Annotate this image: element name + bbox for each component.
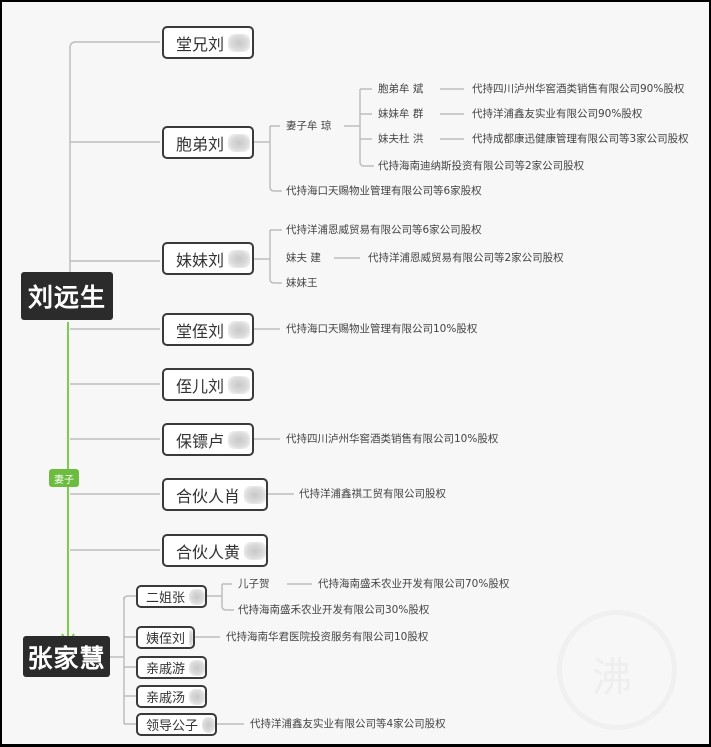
node-second-sister-zhang[interactable]: 二姐张 (136, 585, 207, 608)
redaction-blur (202, 716, 215, 733)
node-niece-liu[interactable]: 姨侄刘 (136, 626, 195, 649)
spouse-edge-label: 妻子 (49, 469, 79, 487)
node-relative-tang[interactable]: 亲戚汤 (136, 685, 207, 708)
root-node-liu-yuansheng[interactable]: 刘远生 (21, 272, 113, 320)
redaction-blur (244, 541, 266, 560)
node-bodyguard-lu[interactable]: 保镖卢 (162, 423, 254, 456)
holding-text: 代持海南盛禾农业开发有限公司70%股权 (318, 578, 510, 590)
holding-text: 代持海口天赐物业管理有限公司等6家股权 (286, 185, 482, 197)
node-sister-liu[interactable]: 妹妹刘 (162, 242, 254, 275)
node-sister-husband[interactable]: 妹夫 建 (286, 252, 321, 264)
holding-text: 代持四川泸州华窖酒类销售有限公司10%股权 (286, 433, 499, 445)
holding-text: 代持洋浦鑫友实业有限公司90%股权 (472, 108, 643, 120)
redaction-blur (189, 688, 205, 705)
redaction-blur (189, 659, 205, 676)
node-mou-qun[interactable]: 妹妹牟 群 (378, 108, 424, 120)
redaction-blur (189, 588, 205, 605)
redaction-blur (228, 375, 251, 394)
redaction-blur (228, 430, 251, 449)
node-cousin-liu[interactable]: 堂兄刘 (162, 26, 254, 59)
node-sister-wang[interactable]: 妹妹王 (286, 277, 318, 289)
node-relative-you[interactable]: 亲戚游 (136, 656, 207, 679)
redaction-blur (244, 485, 266, 504)
root-node-zhang-jiahui[interactable]: 张家慧 (23, 636, 110, 677)
holding-text: 代持海口天赐物业管理有限公司10%股权 (286, 323, 478, 335)
holding-text: 代持洋浦恩威贸易有限公司等2家公司股权 (368, 252, 564, 264)
redaction-blur (228, 320, 251, 339)
holding-text: 代持海南华君医院投资服务有限公司10股权 (226, 631, 429, 643)
redaction-blur (228, 249, 251, 268)
holding-text: 代持成都康迅健康管理有限公司等3家公司股权 (472, 133, 689, 145)
redaction-blur (228, 33, 251, 52)
watermark-logo: 沸 (557, 610, 677, 730)
node-partner-xiao[interactable]: 合伙人肖 (162, 478, 268, 511)
node-partner-huang[interactable]: 合伙人黄 (162, 534, 268, 567)
holding-text: 代持洋浦鑫祺工贸有限公司股权 (299, 488, 446, 500)
node-mou-bin[interactable]: 胞弟牟 斌 (378, 83, 424, 95)
node-nephew-liu[interactable]: 侄儿刘 (162, 368, 254, 401)
holding-text: 代持海南迪纳斯投资有限公司等2家公司股权 (378, 160, 585, 172)
holding-text: 代持洋浦恩威贸易有限公司等6家公司股权 (286, 224, 482, 236)
node-brother-liu[interactable]: 胞弟刘 (162, 126, 254, 159)
redaction-blur (189, 629, 193, 646)
holding-text: 代持洋浦鑫友实业有限公司等4家公司股权 (250, 718, 446, 730)
redaction-blur (228, 133, 251, 152)
node-official-son[interactable]: 领导公子 (136, 713, 217, 736)
holding-text: 代持四川泸州华窖酒类销售有限公司90%股权 (472, 83, 685, 95)
node-du-hong[interactable]: 妹夫杜 洪 (378, 133, 424, 145)
holding-text: 代持海南盛禾农业开发有限公司30%股权 (238, 604, 430, 616)
node-wife-mou[interactable]: 妻子牟 琼 (286, 120, 332, 132)
node-son-he[interactable]: 儿子贺 (238, 578, 270, 590)
node-nephew-cousin-liu[interactable]: 堂侄刘 (162, 313, 254, 346)
